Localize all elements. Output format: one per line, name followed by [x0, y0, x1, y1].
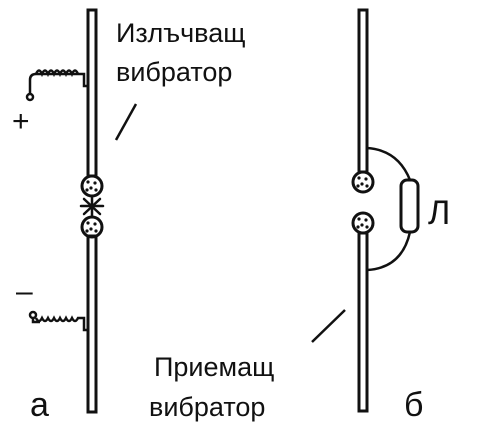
minus-sign: – — [16, 275, 33, 308]
spark-icon — [79, 194, 105, 219]
transmitter-lower-ball — [80, 215, 104, 239]
receiver-label-line2: вибратор — [149, 392, 265, 422]
plus-sign: + — [12, 105, 30, 138]
receiver-upper-ball-texture — [356, 176, 369, 188]
receiver-dipole: Л Приемащ вибратор б — [149, 8, 450, 424]
receiver-upper-ball — [351, 170, 375, 194]
transmitter-label-line2: вибратор — [116, 57, 232, 87]
transmitter-upper-ball-texture — [85, 180, 98, 192]
transmitter-label-line1: Излъчващ — [116, 18, 245, 48]
lamp-icon — [399, 178, 420, 234]
panel-label-b: б — [404, 386, 423, 424]
lamp-label: Л — [428, 194, 450, 232]
transmitter-lower-ball-texture — [85, 221, 98, 233]
transmitter-upper-rod — [86, 8, 98, 178]
transmitter-label-leader — [114, 103, 138, 141]
transmitter-dipole: Излъчващ вибратор + – а — [12, 8, 245, 424]
receiver-lower-ball — [351, 211, 375, 235]
panel-label-a: а — [30, 386, 49, 424]
upper-coil-lead — [25, 69, 88, 102]
receiver-lower-ball-texture — [356, 217, 369, 229]
transmitter-lower-rod — [86, 234, 98, 414]
lamp-lower-wire — [366, 231, 412, 272]
receiver-label-line1: Приемащ — [154, 352, 274, 382]
lamp-upper-wire — [366, 146, 412, 181]
receiver-upper-rod — [357, 8, 369, 174]
receiver-lower-rod — [357, 231, 369, 413]
lower-coil-lead — [28, 310, 88, 332]
receiver-label-leader — [311, 309, 346, 343]
transmitter-upper-ball — [80, 174, 104, 198]
